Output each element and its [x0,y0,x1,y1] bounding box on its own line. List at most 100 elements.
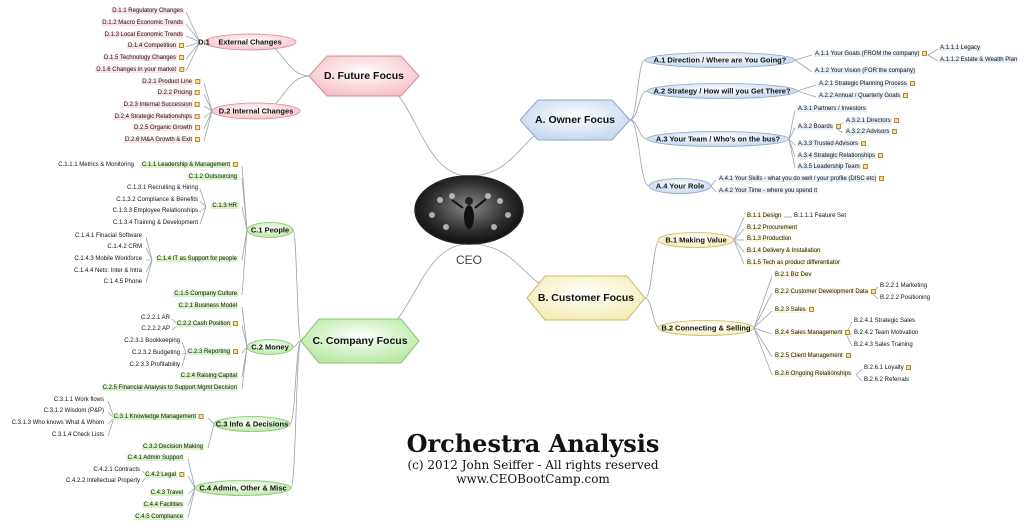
item-c23-2[interactable]: C.2.3.2 Budgeting [132,350,180,357]
item-b2-1[interactable]: B.2.1 Biz Dev [774,272,812,279]
item-c1-4[interactable]: C.1.4 IT as Support for people [156,256,238,263]
item-c2-5[interactable]: C.2.5 Financial Analysis to Support Mgmt… [102,385,238,392]
item-c42-1[interactable]: C.4.2.1 Contracts [93,467,140,474]
note-icon[interactable] [195,125,200,130]
item-b1-3[interactable]: B.1.3 Production [746,236,792,243]
item-b24-1[interactable]: B.2.4.1 Strategic Sales [854,318,915,325]
node-b1[interactable]: B.1 Making Value [665,236,726,245]
item-c3-2[interactable]: C.3.2 Decision Making [142,444,204,451]
branch-company-focus[interactable]: C. Company Focus [312,335,407,347]
item-d1-1[interactable]: D.1.1 Regulatory Changes [111,8,184,15]
note-icon[interactable] [836,124,841,129]
item-b24-2[interactable]: B.2.4.2 Team Motivation [854,330,918,337]
item-b26-1[interactable]: B.2.6.1 Loyalty [864,365,911,372]
item-c31-3[interactable]: C.3.1.3 Who knows What & Whom [12,420,104,427]
item-a11-2[interactable]: A.1.1.2 Estate & Wealth Plan [939,57,1018,64]
note-icon[interactable] [878,153,883,158]
item-c2-3[interactable]: C.2.3 Reporting [187,349,238,356]
note-icon[interactable] [179,472,184,477]
item-a1-2[interactable]: A.1.2 Your Vision (FOR the company) [814,68,916,75]
node-c2[interactable]: C.2 Money [251,343,289,352]
note-icon[interactable] [863,164,868,169]
item-c13-4[interactable]: C.1.3.4 Training & Development [113,220,198,227]
note-icon[interactable] [179,43,184,48]
item-c31-4[interactable]: C.3.1.4 Check Lists [52,432,104,439]
item-d2-4[interactable]: D.2.4 Strategic Relationships [114,114,200,121]
title-url[interactable]: www.CEOBootCamp.com [407,472,660,486]
item-b2-2[interactable]: B.2.2 Customer Development Data [774,289,876,296]
node-a3[interactable]: A.3 Your Team / Who's on the bus? [656,135,780,144]
node-a2[interactable]: A.2 Strategy / How will you Get There? [653,87,790,96]
item-c23-1[interactable]: C.2.3.1 Bookkeeping [124,338,180,345]
branch-customer-focus[interactable]: B. Customer Focus [538,292,634,304]
item-b1-5[interactable]: B.1.5 Tech as product differentiator [746,260,841,267]
item-c14-3[interactable]: C.1.4.3 Mobile Workforce [74,256,142,263]
item-a3-1[interactable]: A.3.1 Partners / Investors [797,106,867,113]
item-a4-2[interactable]: A.4.2 Your Time - where you spend it [718,188,818,195]
item-b2-4[interactable]: B.2.4 Sales Management [774,330,850,337]
item-b1-1[interactable]: B.1.1 Design [746,213,782,220]
item-d2-3[interactable]: D.2.3 Internal Succession [123,102,200,109]
node-d1[interactable]: External Changes [218,38,281,47]
item-b24-3[interactable]: B.2.4.3 Sales Training [854,342,913,349]
item-c4-4[interactable]: C.4.4 Facilities [143,502,184,509]
item-b11-1[interactable]: B.1.1.1 Feature Set [794,213,846,220]
item-a1-1[interactable]: A.1.1 Your Goals (FROM the company) [814,51,927,58]
item-d2-2[interactable]: D.2.2 Pricing [157,90,200,97]
item-c31-2[interactable]: C.3.1.2 Wisdom (P&P) [44,408,104,415]
note-icon[interactable] [179,55,184,60]
note-icon[interactable] [195,114,200,119]
item-a11-1[interactable]: A.1.1.1 Legacy [939,45,981,52]
item-c23-3[interactable]: C.2.3.3 Profitability [130,362,180,369]
note-icon[interactable] [846,353,851,358]
item-c13-1[interactable]: C.1.3.1 Recruiting & Hiring [127,185,198,192]
item-c11-1[interactable]: C.1.1.1 Metrics & Monitoring [58,162,134,169]
node-c3[interactable]: C.3 Info & Decisions [216,420,289,429]
item-c2-4[interactable]: C.2.4 Raising Capital [180,373,238,380]
item-a3-2[interactable]: A.3.2 Boards [797,124,841,131]
item-b22-2[interactable]: B.2.2.2 Positioning [880,295,930,302]
note-icon[interactable] [845,330,850,335]
item-c4-2[interactable]: C.4.2 Legal [144,472,184,479]
note-icon[interactable] [233,349,238,354]
note-icon[interactable] [199,414,204,419]
item-d1-3[interactable]: D.1.3 Local Economic Trends [104,32,184,39]
node-d2[interactable]: D.2 Internal Changes [219,107,294,116]
item-d1-4[interactable]: D.1.4 Competition [127,43,184,50]
item-a3-3[interactable]: A.3.3 Trusted Advisors [797,141,866,148]
note-icon[interactable] [809,307,814,312]
item-c1-2[interactable]: C.1.2 Outsourcing [188,174,238,181]
item-d2-5[interactable]: D.2.5 Organic Growth [133,125,200,132]
note-icon[interactable] [233,321,238,326]
note-icon[interactable] [233,162,238,167]
item-c31-1[interactable]: C.3.1.1 Work flows [54,397,104,404]
note-icon[interactable] [861,141,866,146]
node-c4[interactable]: C.4 Admin, Other & Misc [199,484,286,493]
item-b1-4[interactable]: B.1.4 Delivery & Installation [746,248,821,255]
item-d1-2[interactable]: D.1.2 Macro Economic Trends [101,20,184,27]
item-c4-5[interactable]: C.4.5 Compliance [134,514,184,521]
item-c13-2[interactable]: C.1.3.2 Compliance & Benefits [116,197,198,204]
item-c14-5[interactable]: C.1.4.5 Phone [104,279,142,286]
item-a2-2[interactable]: A.2.2 Annual / Quarterly Goals [818,93,908,100]
node-a1[interactable]: A.1 Direction / Where are You Going? [654,56,787,65]
item-a32-2[interactable]: A.3.2.2 Advisors [845,129,897,136]
item-c42-2[interactable]: C.4.2.2 Intellectual Property [66,478,140,485]
item-d1-5[interactable]: D.1.5 Technology Changes [103,55,184,62]
item-c13-3[interactable]: C.1.3.3 Employee Relationships [113,208,198,215]
note-icon[interactable] [195,137,200,142]
note-icon[interactable] [906,365,911,370]
note-icon[interactable] [894,118,899,123]
item-b2-5[interactable]: B.2.5 Client Management [774,353,851,360]
item-c3-1[interactable]: C.3.1 Knowledge Management [113,414,204,421]
branch-owner-focus[interactable]: A. Owner Focus [535,114,615,126]
item-c2-2[interactable]: C.2.2 Cash Position [176,321,238,328]
item-b26-2[interactable]: B.2.6.2 Referrals [864,377,909,384]
item-d1-6[interactable]: D.1.6 Changes in your market [95,67,184,74]
note-icon[interactable] [871,289,876,294]
branch-future-focus[interactable]: D. Future Focus [324,70,404,82]
item-c22-2[interactable]: C.2.2.2 AP [141,326,170,333]
item-c4-1[interactable]: C.4.1 Admin Support [127,455,184,462]
item-c1-5[interactable]: C.1.5 Company Culture [173,291,238,298]
item-c1-1[interactable]: C.1.1 Leadership & Management [141,162,238,169]
